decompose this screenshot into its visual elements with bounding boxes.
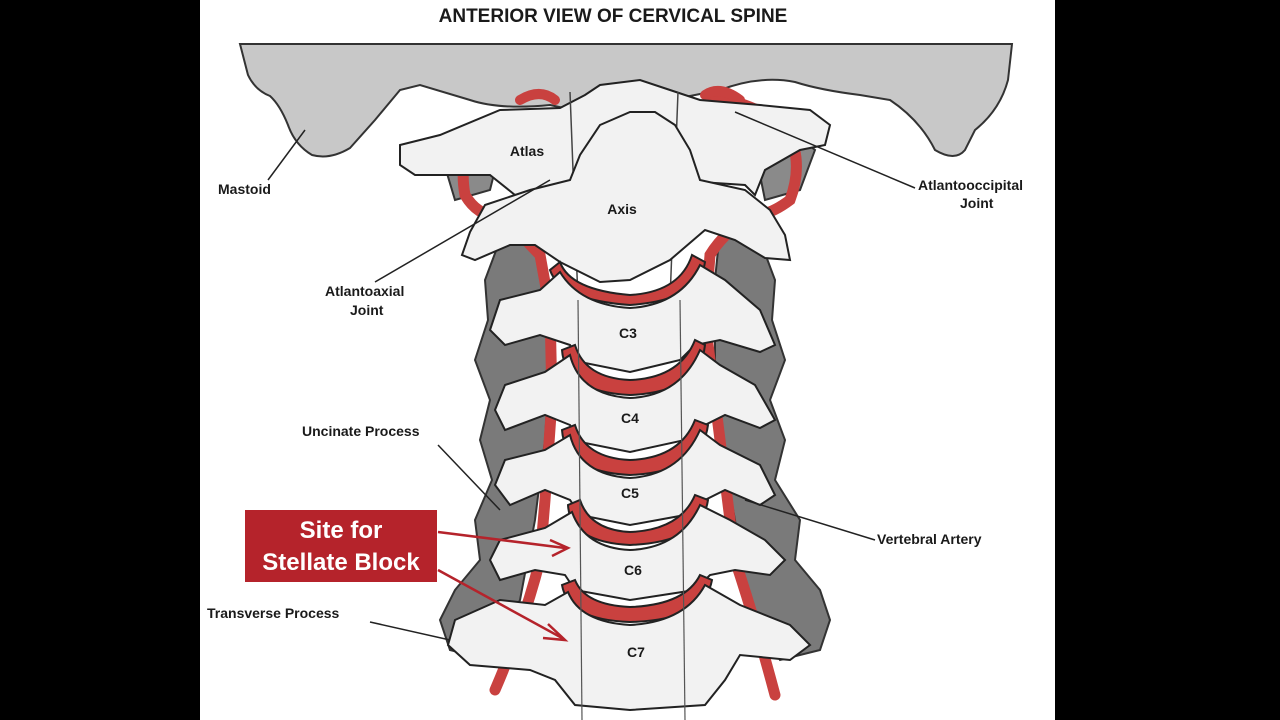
disc-c5-c6 (566, 493, 710, 547)
label-atlantoaxial-1: Atlantoaxial (325, 283, 404, 299)
atlantooccipital-leader (734, 111, 916, 189)
label-c3: C3 (619, 325, 637, 341)
transverse-leader (369, 621, 451, 641)
label-uncinate: Uncinate Process (302, 423, 420, 439)
c3-vertebra (488, 263, 777, 374)
diagram-title: ANTERIOR VIEW OF CERVICAL SPINE (439, 6, 788, 27)
c7-vertebra (446, 583, 812, 712)
stellate-callout-line2: Stellate Block (262, 549, 420, 576)
atlantoaxial-leader (374, 179, 551, 283)
label-c7: C7 (627, 644, 645, 660)
leader-lines (267, 111, 916, 641)
mastoid-leader (267, 129, 306, 181)
label-vertebral-artery: Vertebral Artery (877, 531, 982, 547)
label-transverse: Transverse Process (207, 605, 340, 621)
label-atlantooccipital-2: Joint (960, 195, 994, 211)
axis-vertebra (460, 111, 792, 284)
arrow-to-c6-head (549, 538, 571, 558)
uncinate-leader (437, 444, 501, 511)
c5-vertebra (493, 428, 777, 527)
callout-arrows (437, 530, 571, 642)
label-c4: C4 (621, 410, 639, 426)
arrow-to-c6 (437, 530, 566, 550)
label-atlas: Atlas (510, 143, 544, 159)
label-atlantooccipital-1: Atlantooccipital (918, 177, 1023, 193)
cervical-spine-diagram: Site for Stellate Block ANTERIOR VIEW OF… (207, 6, 1023, 720)
label-atlantoaxial-2: Joint (350, 302, 384, 318)
arrow-to-c7 (437, 568, 563, 640)
vertebral-artery-leader (744, 499, 876, 541)
c6-vertebra (488, 503, 787, 602)
label-axis: Axis (607, 201, 637, 217)
stellate-callout-box (245, 510, 437, 582)
body-line-left (577, 299, 583, 720)
label-c5: C5 (621, 485, 639, 501)
artery-top-arc (515, 86, 745, 105)
arrow-to-c7-head (542, 623, 569, 642)
stellate-callout-line1: Site for (300, 517, 383, 544)
c4-vertebra (493, 348, 777, 454)
label-mastoid: Mastoid (218, 181, 271, 197)
label-c6: C6 (624, 562, 642, 578)
diagram-canvas: Site for Stellate Block ANTERIOR VIEW OF… (200, 0, 1055, 720)
body-line-right (679, 299, 686, 720)
